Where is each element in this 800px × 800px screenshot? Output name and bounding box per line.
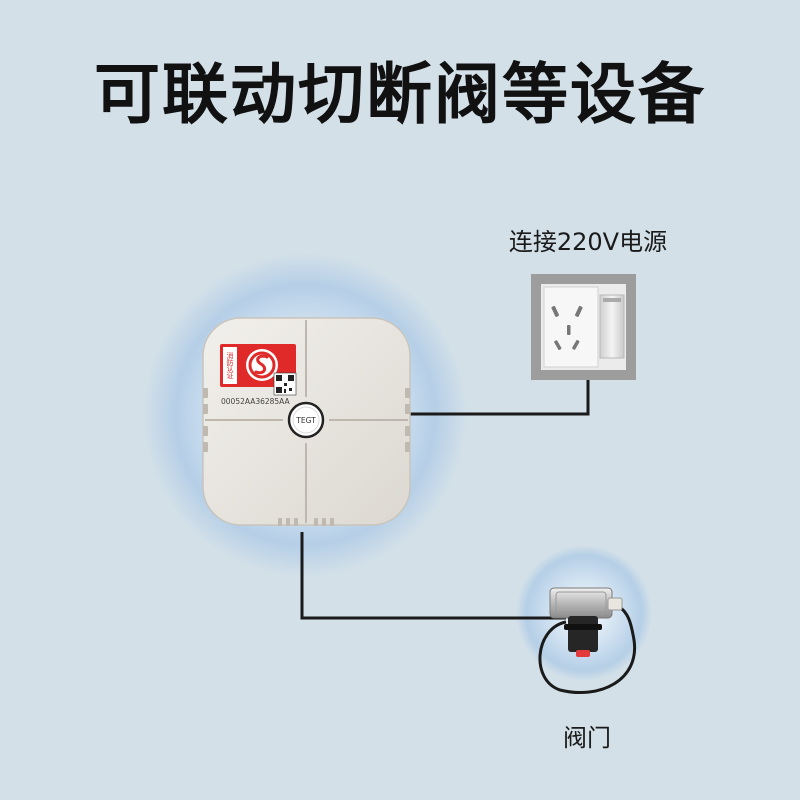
test-button-label: TEGT [295, 416, 316, 425]
serial-number: 00052AA36285AA [221, 397, 291, 406]
socket-hole-right [574, 305, 583, 317]
qr-code-icon [273, 372, 297, 396]
power-switch [599, 294, 625, 359]
headline: 可联动切断阀等设备 [94, 56, 706, 133]
badge-text-1: 消防 [226, 351, 234, 367]
gas-detector: 消防 认证 00052AA36285AA TEGT [202, 317, 411, 526]
wall-socket [531, 274, 636, 380]
valve-cable [538, 604, 637, 695]
valve-reset-button [576, 650, 590, 657]
socket-hole-ground [567, 325, 571, 335]
test-button[interactable] [287, 401, 325, 439]
power-source-label: 连接220V电源 [508, 228, 668, 256]
socket-hole-left [551, 305, 560, 317]
power-wire [410, 370, 590, 416]
solenoid-valve [538, 587, 637, 695]
valve-label: 阀门 [563, 724, 611, 752]
valve-wire [300, 532, 566, 620]
badge-text-2: 认证 [226, 364, 234, 380]
